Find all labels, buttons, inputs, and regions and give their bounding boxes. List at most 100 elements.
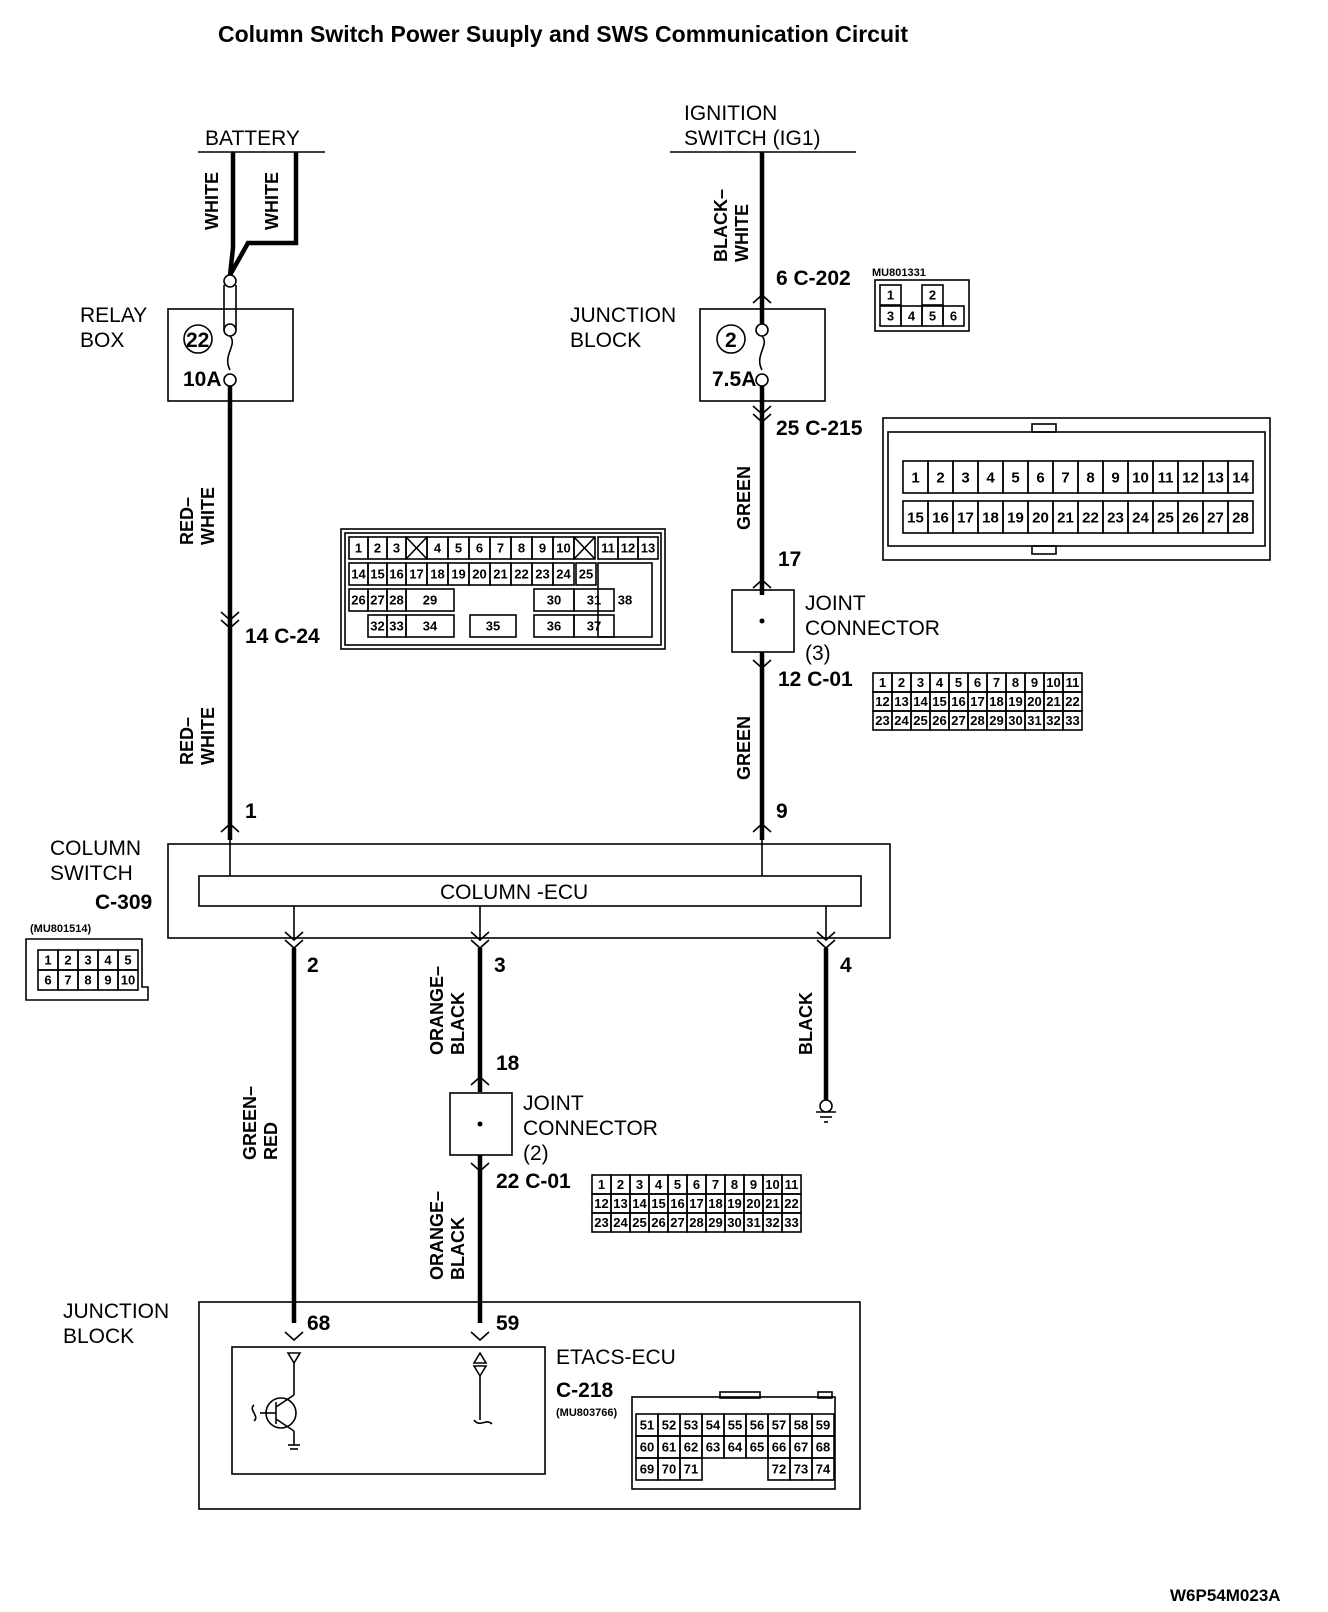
connector-pin-number: 71: [684, 1462, 698, 1477]
connector-c215: [882, 417, 1271, 561]
pin-label-3: 3: [494, 954, 506, 977]
connector-pin-number: 3: [887, 309, 894, 324]
c202-part-number: MU801331: [872, 267, 926, 279]
terminal-arrow-9: [752, 822, 772, 833]
white-wire-a: [227, 152, 236, 276]
joint2-label-2: CONNECTOR: [523, 1117, 658, 1140]
connector-pin-number: 32: [370, 619, 384, 634]
connector-pin-number: 21: [1046, 694, 1060, 709]
connector-c24: [340, 528, 666, 650]
wire-color-red-white-2b: WHITE: [198, 707, 218, 765]
connector-pin-number: 23: [594, 1215, 608, 1230]
connector-arrow-c01-top: [752, 659, 772, 670]
connector-pin-number: 2: [617, 1177, 624, 1192]
wire-color-black: BLACK: [796, 992, 816, 1055]
connector-pin-number: 8: [731, 1177, 738, 1192]
pin-label-9: 9: [776, 800, 788, 823]
connector-pin-number: 3: [961, 469, 969, 486]
wire-color-orange-black-1a: ORANGE–: [427, 966, 447, 1055]
connector-pin-number: 57: [772, 1418, 786, 1433]
connector-pin-number: 1: [911, 469, 919, 486]
terminal-arrow-17: [752, 578, 772, 589]
connector-pin-number: 7: [64, 973, 71, 988]
connector-pin-cell: [942, 305, 965, 327]
connector-pin-number: 8: [1086, 469, 1094, 486]
connector-pin-number: 2: [374, 541, 381, 556]
connector-pin-number: 15: [651, 1196, 665, 1211]
connector-pin-number: 20: [1027, 694, 1041, 709]
etacs-ecu-box: [231, 1346, 546, 1475]
connector-pin-number: 10: [1132, 469, 1149, 486]
wire-color-red-white-1b: WHITE: [198, 487, 218, 545]
connector-pin-cell: [921, 284, 944, 306]
connector-pin-number: 26: [1182, 509, 1199, 526]
connector-pin-number: 17: [689, 1196, 703, 1211]
column-switch-part-number: (MU801514): [30, 923, 91, 935]
connector-pin-number: 30: [547, 593, 561, 608]
connector-pin-number: 35: [486, 619, 500, 634]
connector-pin-number: 12: [875, 694, 889, 709]
connector-pin-number: 11: [601, 541, 615, 556]
connector-pin-number: 22: [1065, 694, 1079, 709]
connector-pin-number: 64: [728, 1440, 743, 1455]
column-switch-connector: C-309: [95, 891, 152, 914]
pin-label-17: 17: [778, 548, 801, 571]
connector-pin-number: 66: [772, 1440, 786, 1455]
connector-pin-number: 21: [765, 1196, 779, 1211]
connector-pin-number: 8: [518, 541, 525, 556]
connector-pin-number: 54: [706, 1418, 721, 1433]
connector-pin-cell: [469, 614, 517, 638]
connector-pin-cell: [879, 284, 902, 306]
connector-pin-number: 23: [1107, 509, 1124, 526]
figure-code: W6P54M023A: [1170, 1586, 1281, 1605]
connector-pin-number: 33: [784, 1215, 798, 1230]
connector-pin-number: 23: [875, 713, 889, 728]
connector-pin-number: 9: [539, 541, 546, 556]
connector-pin-number: 63: [706, 1440, 720, 1455]
connector-pin-number: 21: [1057, 509, 1074, 526]
c202-housing: [874, 279, 970, 332]
connector-pin-number: 28: [1232, 509, 1249, 526]
connector-pin-number: 11: [1158, 469, 1174, 486]
connector-pin-number: 15: [370, 567, 384, 582]
connector-pin-number: 8: [1012, 675, 1019, 690]
connector-pin-number: 11: [785, 1177, 799, 1192]
connector-pin-number: 3: [393, 541, 400, 556]
connector-pin-number: 30: [1008, 713, 1022, 728]
connector-pin-number: 10: [121, 973, 135, 988]
connector-pin-number: 18: [708, 1196, 722, 1211]
connector-pin-number: 2: [64, 953, 71, 968]
wire-color-orange-black-1b: BLACK: [448, 992, 468, 1055]
connector-pin-number: 17: [970, 694, 984, 709]
connector-pin-number: 67: [794, 1440, 808, 1455]
connector-pin-number: 6: [476, 541, 483, 556]
connector-pin-number: 13: [641, 541, 655, 556]
connector-pin-number: 70: [662, 1462, 676, 1477]
connector-pin-number: 7: [993, 675, 1000, 690]
connector-pin-blank: [405, 536, 428, 560]
connector-pin-number: 25: [632, 1215, 646, 1230]
fuse-body: [223, 285, 237, 330]
jb-fuse-number-circle: [716, 324, 746, 354]
connector-pin-number: 16: [951, 694, 965, 709]
connector-pin-number: 25: [1157, 509, 1174, 526]
connector-pin-number: 20: [1032, 509, 1049, 526]
connector-pin-number: 13: [613, 1196, 627, 1211]
ground-symbol: [816, 1099, 836, 1123]
pin-label-1: 1: [245, 800, 257, 823]
connector-pin-number: 6: [1036, 469, 1044, 486]
connector-pin-number: 22: [784, 1196, 798, 1211]
wire-color-red-white-2a: RED–: [177, 717, 197, 765]
connector-arrow-c215: [752, 405, 772, 424]
connector-pin-cell: [405, 588, 455, 612]
connector-pin-number: 3: [636, 1177, 643, 1192]
connector-pin-number: 1: [887, 288, 894, 303]
wire-color-green-red-a: GREEN–: [240, 1086, 260, 1160]
connector-pin-number: 16: [389, 567, 403, 582]
pin-label-4: 4: [840, 954, 852, 977]
wire-color-green-red-b: RED: [261, 1122, 281, 1160]
connector-pin-number: 22: [514, 567, 528, 582]
connector-pin-number: 36: [547, 619, 561, 634]
connector-pin-number: 6: [950, 309, 957, 324]
